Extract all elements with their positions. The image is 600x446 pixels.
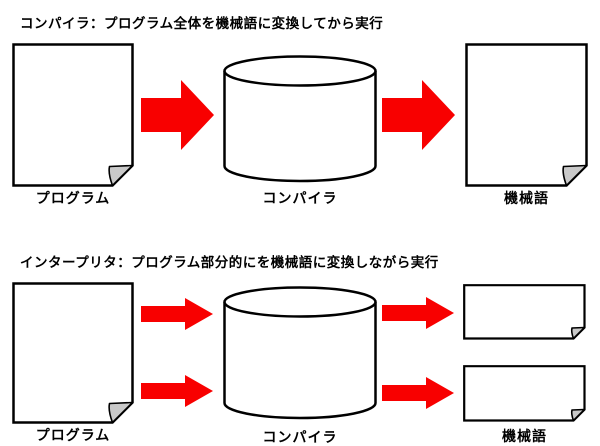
- arrow-right-icon: [382, 377, 454, 409]
- arrow-right-icon: [141, 375, 213, 407]
- compiler-processor-label: コンパイラ: [262, 190, 338, 206]
- interpreter-section-title: インタープリタ：プログラム部分的にを機械語に変換しながら実行: [20, 255, 439, 270]
- compiler-machine-label: 機械語: [504, 190, 549, 206]
- interpreter-processor-label: コンパイラ: [262, 429, 338, 445]
- interpreter-program-label: プログラム: [35, 427, 111, 443]
- document-icon: [465, 43, 588, 187]
- arrow-right-icon: [141, 80, 214, 150]
- arrow-right-icon: [382, 297, 454, 329]
- document-icon: [12, 43, 134, 187]
- document-icon: [463, 365, 586, 422]
- cylinder-icon: [223, 55, 377, 183]
- interpreter-machine-label: 機械語: [502, 428, 547, 444]
- compiler-section-title: コンパイラ：プログラム全体を機械語に変換してから実行: [20, 16, 384, 31]
- compiler-program-label: プログラム: [35, 190, 111, 206]
- arrow-right-icon: [382, 80, 455, 150]
- arrow-right-icon: [141, 298, 213, 330]
- document-icon: [463, 284, 586, 340]
- document-icon: [12, 282, 134, 424]
- cylinder-icon: [223, 286, 377, 420]
